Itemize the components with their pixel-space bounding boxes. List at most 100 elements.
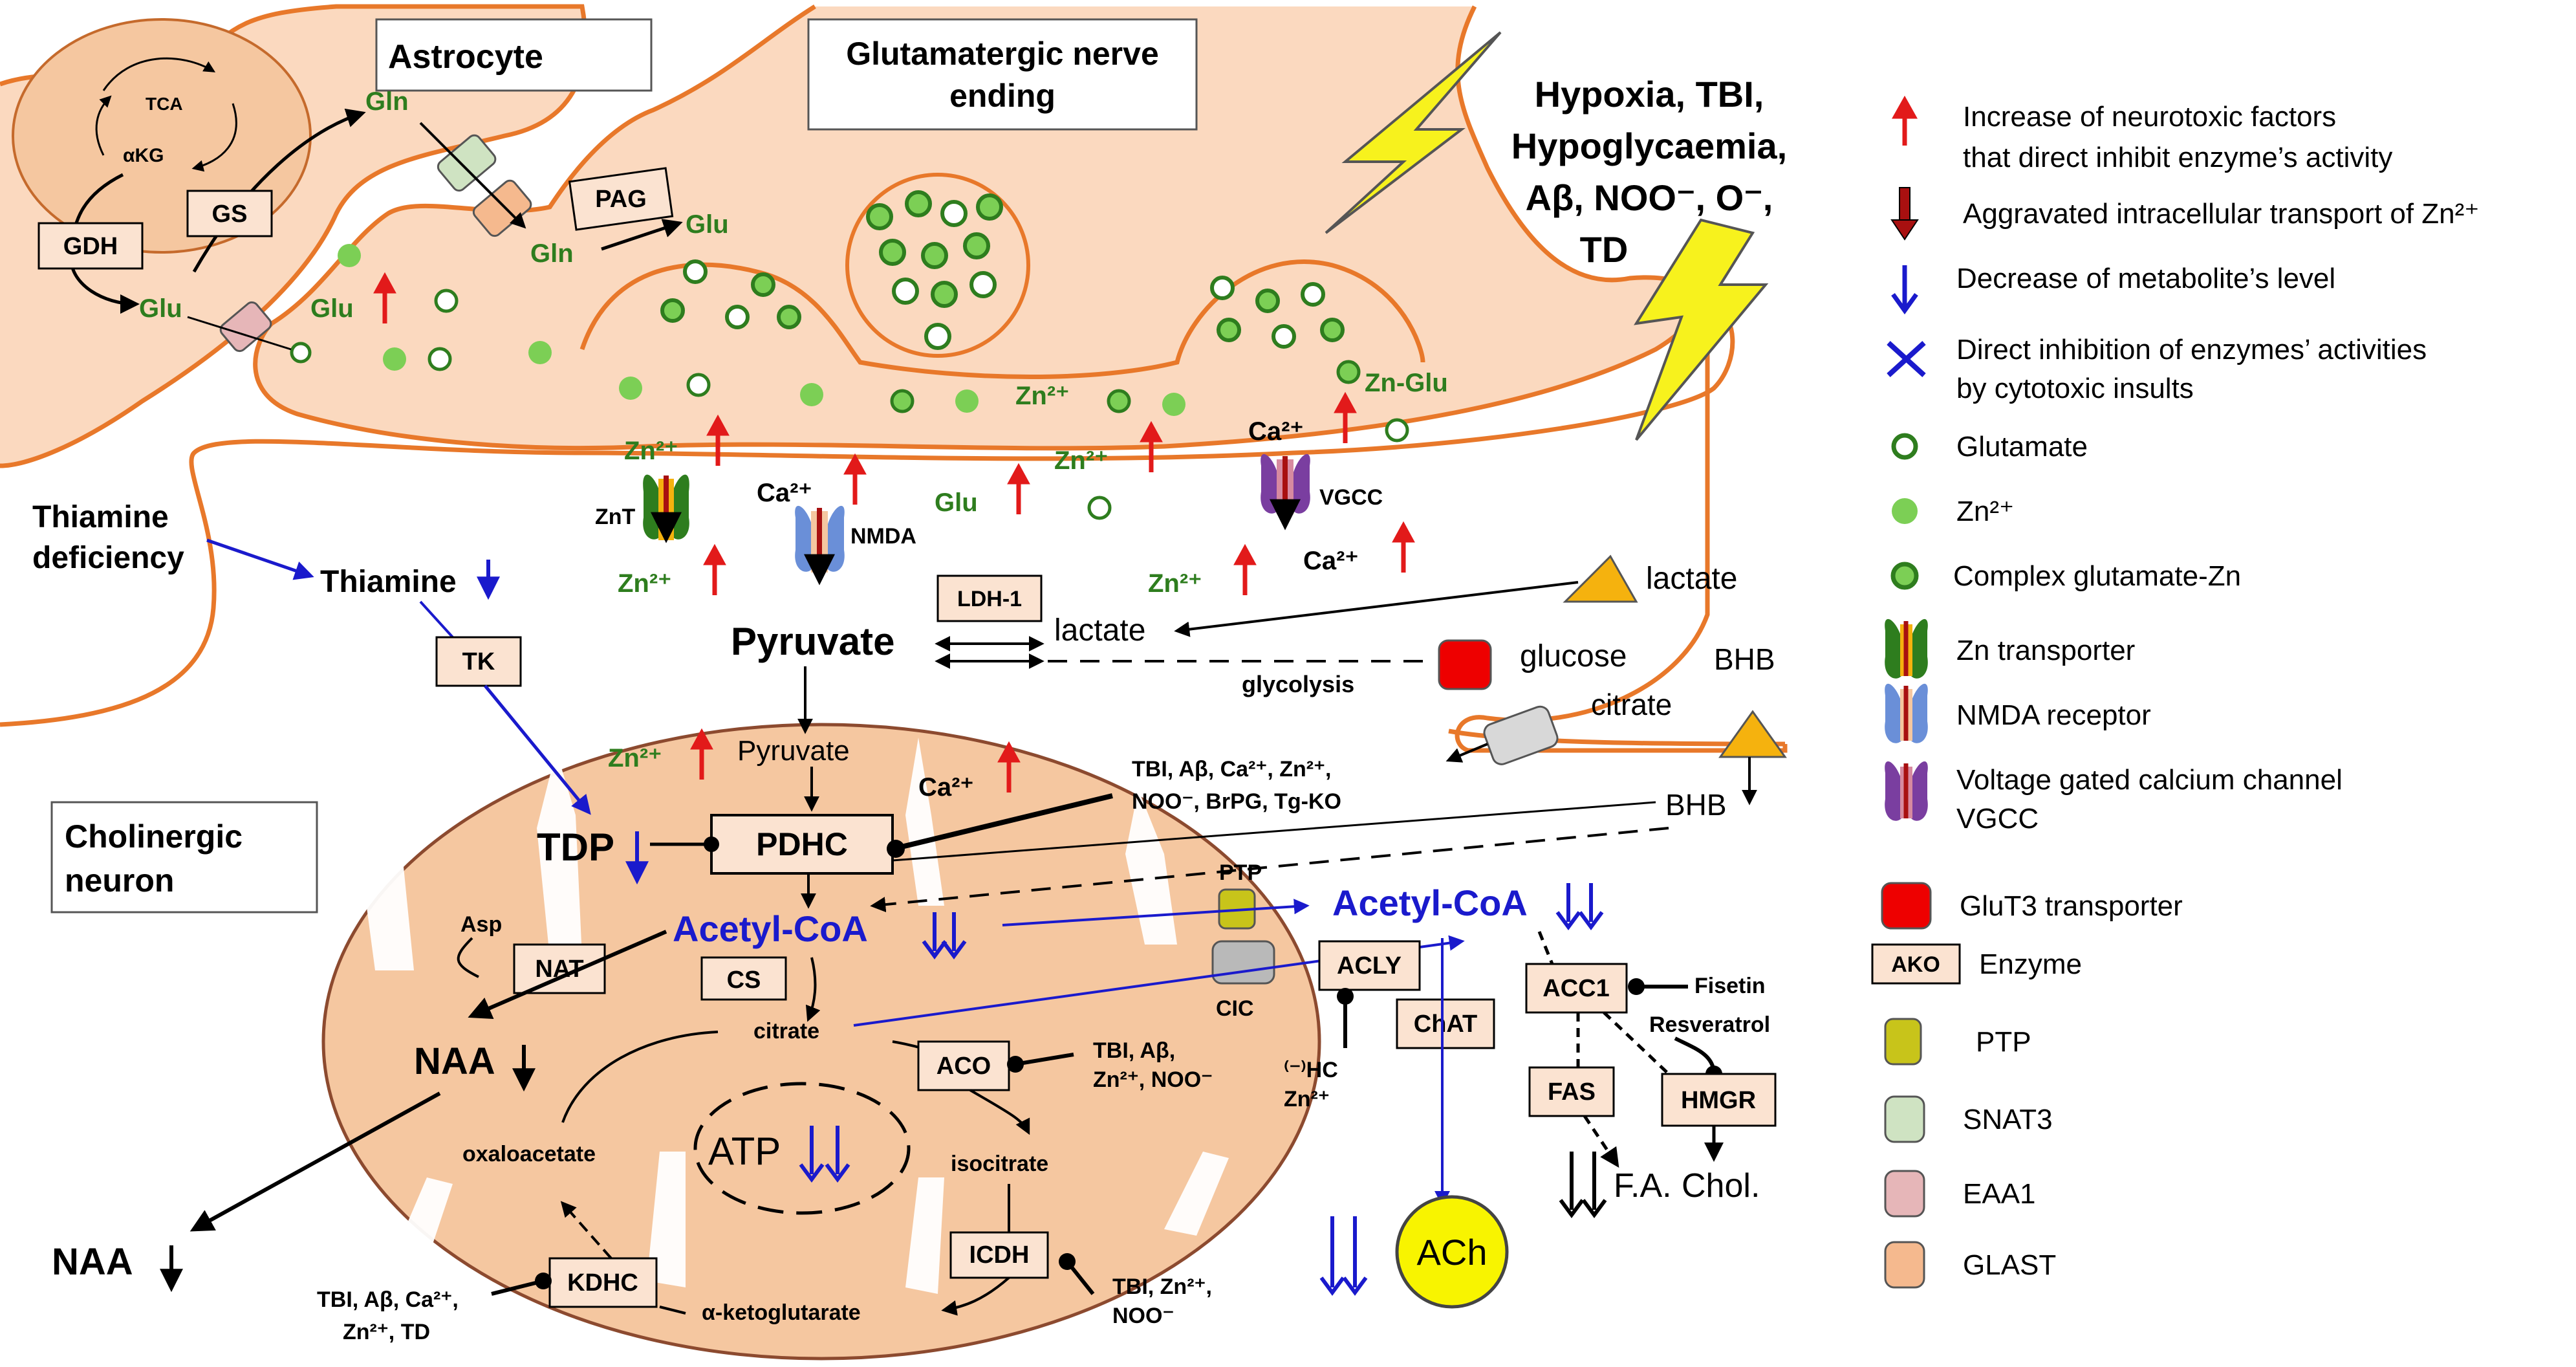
svg-text:TD: TD: [1580, 229, 1629, 270]
citrate-extracellular: citrate: [1591, 688, 1672, 721]
legend: Increase of neurotoxic factors that dire…: [1871, 95, 2480, 1289]
hmgr-enzyme: HMGR: [1661, 1073, 1777, 1127]
atp-label: ATP: [708, 1130, 781, 1173]
legend-increase-line2: that direct inhibit enzyme’s activity: [1963, 142, 2392, 173]
lightning-bolt-top: [1325, 31, 1502, 234]
chat-enzyme: ChAT: [1396, 998, 1495, 1049]
fas-enzyme: FAS: [1528, 1066, 1615, 1117]
asp-label: Asp: [460, 912, 502, 937]
legend-ptp: PTP: [1976, 1026, 2031, 1058]
acc1-enzyme: ACC1: [1525, 963, 1628, 1014]
ptp-label: PTP: [1219, 860, 1262, 885]
tk-enzyme: TK: [435, 636, 522, 687]
legend-snat3-icon: [1884, 1095, 1925, 1143]
pdhc-inhibitors-line2: NOO⁻, BrPG, Tg-KO: [1132, 789, 1341, 814]
nmda-label: NMDA: [850, 524, 916, 549]
acetyl-coa-cytoplasm: Acetyl-CoA: [1332, 882, 1528, 923]
legend-decrease: Decrease of metabolite’s level: [1956, 263, 2335, 294]
gln-nerve: Gln: [530, 239, 574, 268]
cholesterol-label: Chol.: [1682, 1167, 1760, 1205]
astrocyte-box: Astrocyte: [375, 18, 653, 92]
cholinergic-title-line1: Cholinergic: [65, 818, 243, 855]
glu-postsynaptic: Glu: [935, 488, 978, 517]
legend-vgcc-line1: Voltage gated calcium channel: [1956, 764, 2343, 796]
akg-label: αKG: [123, 145, 164, 166]
pdhc-inhibitors-line1: TBI, Aβ, Ca²⁺, Zn²⁺,: [1132, 757, 1331, 782]
svg-text:LDH-1: LDH-1: [957, 587, 1022, 611]
lactate-triangle: [1563, 554, 1638, 603]
znt-transporter: [643, 474, 689, 543]
zn-label-2: Zn²⁺: [1054, 446, 1108, 475]
legend-glast: GLAST: [1963, 1249, 2056, 1281]
cic-transporter: [1211, 940, 1275, 985]
legend-nmda-icon: [1885, 683, 1928, 743]
nerve-ending-box: Glutamatergic nerve ending: [807, 18, 1198, 131]
legend-nmda: NMDA receptor: [1956, 699, 2151, 731]
acetyl-coa-mito: Acetyl-CoA: [673, 908, 868, 949]
legend-glut3-icon: [1881, 882, 1932, 930]
zn-label-4: Zn²⁺: [1148, 569, 1202, 598]
hc-zn-label: Zn²⁺: [1284, 1087, 1330, 1111]
gdh-enzyme: GDH: [38, 222, 144, 270]
svg-text:Aβ, NOO⁻, O⁻,: Aβ, NOO⁻, O⁻,: [1526, 177, 1773, 218]
legend-glast-icon: [1884, 1241, 1925, 1289]
red-increase-arrows: [373, 272, 1415, 793]
svg-text:ACO: ACO: [936, 1053, 991, 1080]
glut3-transporter: [1438, 639, 1492, 690]
thiamine-deficiency-line2: deficiency: [32, 541, 184, 575]
cholinergic-box: Cholinergic neuron: [50, 801, 318, 913]
presynaptic-bulge-left: [579, 259, 1425, 379]
naa-mito: NAA: [414, 1040, 495, 1082]
zn-label-1: Zn²⁺: [624, 437, 678, 465]
legend-enzyme: Enzyme: [1979, 948, 2082, 980]
nerve-ending-title-line2: ending: [949, 78, 1055, 114]
svg-text:PAG: PAG: [595, 186, 647, 213]
citrate-transporter-out: [1483, 705, 1559, 765]
svg-text:Hypoxia, TBI,: Hypoxia, TBI,: [1535, 74, 1764, 115]
cic-label: CIC: [1216, 996, 1254, 1021]
ldh1-enzyme: LDH-1: [936, 574, 1043, 622]
glycolysis-label: glycolysis: [1242, 671, 1354, 697]
fatty-acid-label: F.A.: [1614, 1167, 1672, 1205]
zn-glu-label: Zn-Glu: [1365, 369, 1448, 397]
kdhc-inhibitors-line1: TBI, Aβ, Ca²⁺,: [317, 1287, 459, 1312]
legend-increase-icon: [1892, 95, 1918, 146]
oxaloacetate-label: oxaloacetate: [462, 1142, 596, 1166]
zn-label-3: Zn²⁺: [618, 569, 671, 598]
bhb-triangle: [1718, 710, 1787, 758]
icdh-enzyme: ICDH: [949, 1231, 1049, 1279]
icdh-inhibitors-line2: NOO⁻: [1112, 1304, 1174, 1328]
legend-complex-icon: [1890, 562, 1919, 590]
legend-glutamate-icon: [1891, 433, 1918, 460]
ca-label-1: Ca²⁺: [757, 479, 812, 507]
legend-inhibition-line1: Direct inhibition of enzymes’ activities: [1956, 334, 2427, 366]
nerve-ending-title-line1: Glutamatergic nerve: [846, 36, 1159, 72]
legend-complex: Complex glutamate-Zn: [1953, 560, 2241, 592]
legend-zn-icon: [1892, 498, 1918, 524]
legend-aggravated-icon: [1890, 187, 1919, 241]
legend-vgcc-icon: [1885, 761, 1928, 821]
cleft-dots: [338, 244, 1409, 520]
gs-enzyme: GS: [186, 190, 273, 237]
pag-enzyme: PAG: [568, 167, 674, 231]
legend-decrease-icon: [1891, 265, 1918, 314]
svg-text:TK: TK: [462, 648, 495, 675]
svg-text:KDHC: KDHC: [567, 1269, 638, 1296]
ca-label-2: Ca²⁺: [1248, 417, 1304, 446]
legend-glutamate: Glutamate: [1956, 431, 2088, 463]
svg-text:CS: CS: [727, 967, 761, 994]
nmda-receptor: [795, 505, 845, 585]
lactate-cytoplasm: lactate: [1054, 613, 1145, 648]
glu-synaptic: Glu: [310, 294, 354, 323]
svg-text:ChAT: ChAT: [1414, 1011, 1478, 1038]
naa-out: NAA: [52, 1241, 133, 1283]
alpha-ketoglutarate: α-ketoglutarate: [702, 1300, 861, 1325]
atp-oval: [693, 1082, 911, 1215]
legend-eaa1: EAA1: [1963, 1178, 2036, 1210]
zn-synaptic: Zn²⁺: [1015, 382, 1069, 410]
svg-text:FAS: FAS: [1548, 1078, 1596, 1106]
cristae: [362, 738, 1229, 1294]
right-bulge-contents: [1210, 276, 1345, 349]
ca-mito: Ca²⁺: [918, 773, 974, 802]
citrate-mito: citrate: [753, 1019, 819, 1044]
